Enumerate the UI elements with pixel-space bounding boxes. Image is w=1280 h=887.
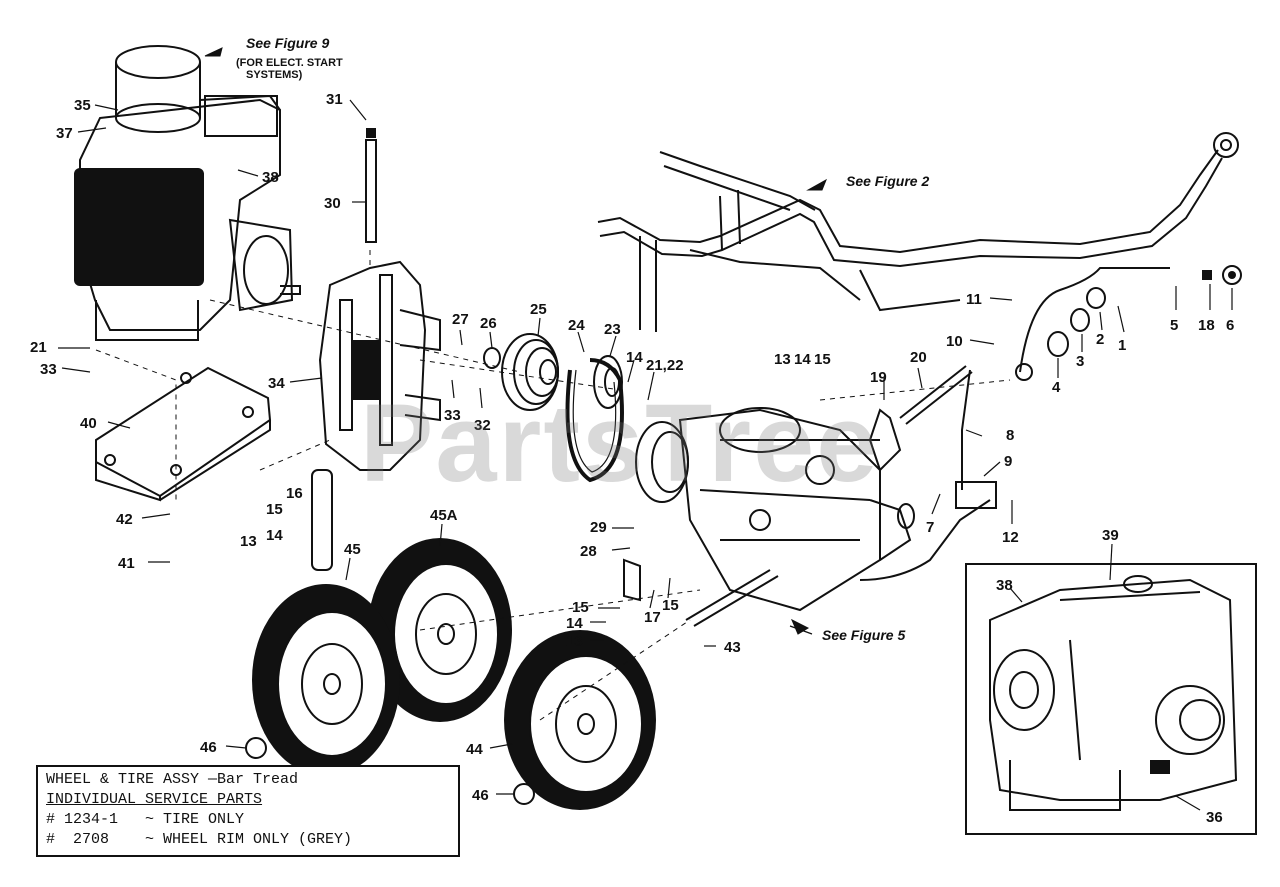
service-parts-table: WHEEL & TIRE ASSY —Bar Tread INDIVIDUAL … xyxy=(36,765,460,857)
callout: 8 xyxy=(1006,427,1014,444)
arrow-fig9 xyxy=(204,47,223,57)
callout: 21,22 xyxy=(646,357,684,374)
hub-cap-46-left xyxy=(245,737,267,759)
transmission-housing xyxy=(318,260,441,471)
callout: 12 xyxy=(1002,529,1019,546)
cable xyxy=(1015,265,1242,381)
table-row: # 1234-1 ~ TIRE ONLY xyxy=(46,811,245,828)
callout: 34 xyxy=(268,375,285,392)
callout: 44 xyxy=(466,741,483,758)
wheel-44 xyxy=(504,630,656,810)
callout: 4 xyxy=(1052,379,1061,396)
handle-frame xyxy=(597,132,1239,332)
callout: 7 xyxy=(926,519,934,536)
callout: 37 xyxy=(56,125,73,142)
callout: 19 xyxy=(870,369,887,386)
callout: 14 xyxy=(266,527,283,544)
hub-cap-46-right xyxy=(513,783,535,805)
callout: 33 xyxy=(444,407,461,424)
table-row: WHEEL & TIRE ASSY —Bar Tread xyxy=(46,771,299,788)
callout: 6 xyxy=(1226,317,1234,334)
callout: 38 xyxy=(262,169,279,186)
arrow-fig5 xyxy=(791,618,810,635)
shaft xyxy=(365,128,377,243)
callout: 15 xyxy=(814,351,831,368)
callout: 36 xyxy=(1206,809,1223,826)
table-row: INDIVIDUAL SERVICE PARTS xyxy=(46,791,263,808)
note-see-figure-2: See Figure 2 xyxy=(846,173,929,189)
callout: 39 xyxy=(1102,527,1119,544)
callout: 17 xyxy=(644,609,661,626)
callout: 35 xyxy=(74,97,91,114)
note-see-figure-9: See Figure 9 xyxy=(246,35,329,51)
bracket xyxy=(311,469,641,602)
callout: 32 xyxy=(474,417,491,434)
callout: 25 xyxy=(530,301,547,318)
callout: 24 xyxy=(568,317,585,334)
callout: 42 xyxy=(116,511,133,528)
note-elect-start-2: SYSTEMS) xyxy=(246,69,303,81)
callout: 11 xyxy=(966,291,982,308)
callout: 14 xyxy=(794,351,811,368)
callout: 3 xyxy=(1076,353,1084,370)
callout: 28 xyxy=(580,543,597,560)
callout: 43 xyxy=(724,639,741,656)
callout: 13 xyxy=(566,633,583,650)
callout: 9 xyxy=(1004,453,1012,470)
callout: 14 xyxy=(566,615,583,632)
leader-lines xyxy=(58,99,1233,811)
callout: 2 xyxy=(1096,331,1104,348)
shift-lever xyxy=(868,365,997,509)
inset-electric-start xyxy=(965,563,1257,835)
callout: 45 xyxy=(344,541,361,558)
callout: 40 xyxy=(80,415,97,432)
callout: 15 xyxy=(662,597,679,614)
callout: 21 xyxy=(30,339,47,356)
callout: 46 xyxy=(200,739,217,756)
callout: 38 xyxy=(996,577,1013,594)
callout: 26 xyxy=(480,315,497,332)
belt xyxy=(565,355,624,483)
callout: 33 xyxy=(40,361,57,378)
callout: 16 xyxy=(286,485,303,502)
callout: 18 xyxy=(1198,317,1215,334)
callout: 31 xyxy=(326,91,343,108)
assembly-lines xyxy=(95,250,1011,721)
wheel-45 xyxy=(252,584,400,776)
callout: 45A xyxy=(430,507,458,524)
callout: 20 xyxy=(910,349,927,366)
callout-labels: 35 37 38 31 30 21 33 40 34 27 26 25 24 2… xyxy=(30,91,1234,826)
callout: 41 xyxy=(118,555,135,572)
callout: 13 xyxy=(774,351,791,368)
callout: 13 xyxy=(240,533,257,550)
callout: 15 xyxy=(266,501,283,518)
callout: 5 xyxy=(1170,317,1178,334)
callout: 27 xyxy=(452,311,469,328)
callout: 1 xyxy=(1118,337,1126,354)
callout: 30 xyxy=(324,195,341,212)
callout: 10 xyxy=(946,333,963,350)
callout: 29 xyxy=(590,519,607,536)
callout: 23 xyxy=(604,321,621,338)
gearbox xyxy=(635,407,991,612)
note-elect-start: (FOR ELECT. START xyxy=(236,57,343,69)
wheel-45a xyxy=(368,538,512,722)
note-see-figure-5: See Figure 5 xyxy=(822,627,905,643)
axle xyxy=(685,569,779,627)
table-row: # 2708 ~ WHEEL RIM ONLY (GREY) xyxy=(46,831,353,848)
callout: 15 xyxy=(572,599,589,616)
watermark: PartsTree xyxy=(360,382,880,505)
callout: 46 xyxy=(472,787,489,804)
mounting-plate xyxy=(95,366,272,502)
callout: 14 xyxy=(626,349,643,366)
engine-assembly xyxy=(74,45,301,341)
arrow-fig2 xyxy=(806,178,827,191)
